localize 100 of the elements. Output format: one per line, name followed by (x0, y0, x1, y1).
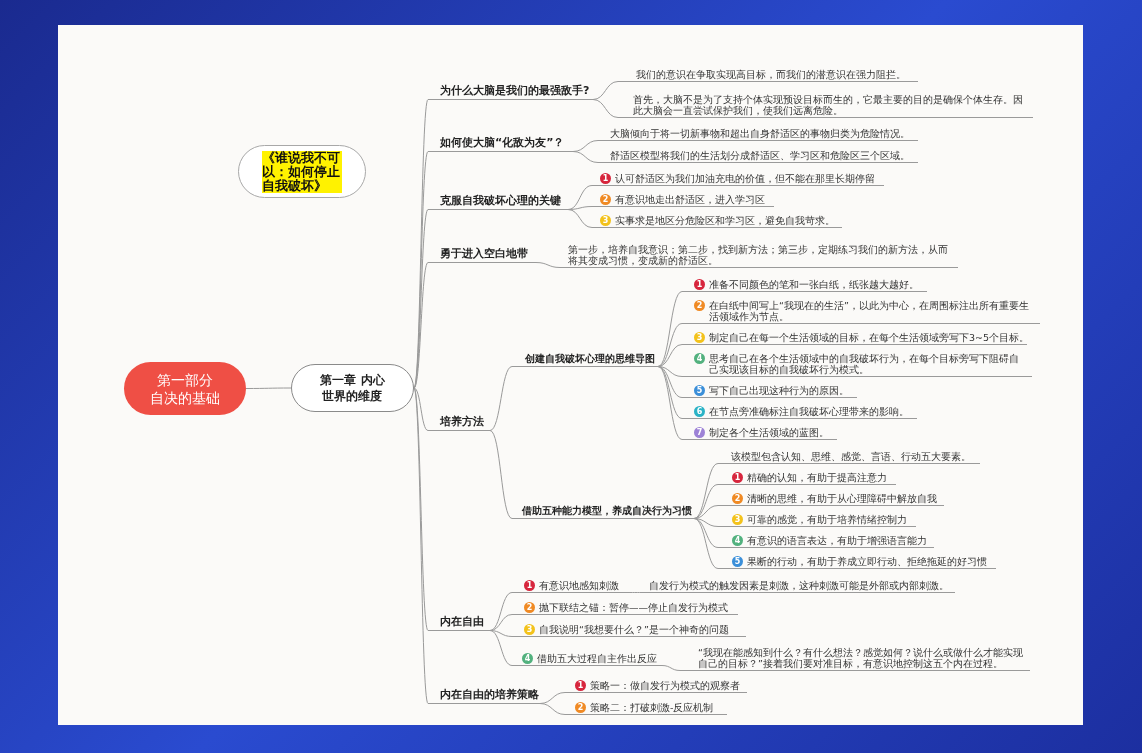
branch-connector (657, 291, 683, 367)
underlined-topic (618, 69, 918, 82)
branch-connector (657, 366, 683, 440)
topic-text: 认可舒适区为我们加油充电的价值，但不能在那里长期停留 (615, 173, 875, 184)
chapter-pill (291, 364, 414, 412)
topic-text: 精确的认知，有助于提高注意力 (747, 472, 887, 483)
topic-text: 在白纸中间写上“我现在的生活”，以此为中心，在周围标注出所有重要生活领域作为节点。 (709, 300, 1030, 322)
topic-text: 策略一：做自发行为模式的观察者 (590, 680, 740, 691)
topic-text: 如何使大脑“化敌为友”？ (440, 136, 565, 150)
branch-connector (489, 430, 513, 519)
branch-connector (626, 592, 646, 593)
underlined-topic (598, 150, 918, 163)
topic-text: 自我说明“我想要什么？”是一个神奇的问题 (539, 624, 729, 635)
topic-text: 内在自由 (440, 615, 484, 629)
topic-text: 为什么大脑是我们的最强敌手? (440, 84, 590, 98)
underlined-topic (592, 215, 842, 228)
number-badge: 1 (524, 580, 535, 591)
underlined-topic (718, 535, 934, 548)
topic-text: 自决的基础 (150, 388, 220, 407)
underlined-topic (428, 615, 490, 631)
topic-text: “我现在能感知到什么？有什么想法？感觉如何？说什么或做什么才能实现自己的目标？”接着我们要对准目标，有意识地控制这五个内在过程。 (698, 647, 1024, 669)
branch-connector (567, 209, 593, 228)
number-badge: 2 (575, 702, 586, 713)
number-badge: 6 (694, 406, 705, 417)
number-badge: 1 (694, 279, 705, 290)
underlined-topic (512, 624, 746, 637)
number-badge: 3 (732, 514, 743, 525)
topic-text: 首先，大脑不是为了支持个体实现预设目标而生的，它最主要的目的是确保个体生存。因此大脑会一直尝试保护我们，使我们远离危险。 (633, 94, 1024, 116)
topic-text: 在节点旁准确标注自我破坏心理带来的影响。 (709, 406, 909, 417)
topic-text: 舒适区模型将我们的生活划分成舒适区、学习区和危险区三个区域。 (610, 150, 910, 161)
branch-connector (413, 387, 429, 704)
topic-text: 有意识地感知刺激 (539, 580, 619, 591)
branch-connector (693, 518, 719, 569)
number-badge: 3 (694, 332, 705, 343)
number-badge: 5 (694, 385, 705, 396)
branch-connector (245, 387, 292, 389)
topic-text: 大脑倾向于将一切新事物和超出自身舒适区的事物归类为危险情况。 (610, 128, 910, 139)
number-badge: 1 (732, 472, 743, 483)
number-badge: 1 (600, 173, 611, 184)
branch-connector (489, 630, 513, 666)
topic-text: 培养方法 (440, 415, 484, 429)
topic-text: 借助五种能力模型，养成自决行为习惯 (522, 504, 692, 517)
underlined-topic (682, 353, 1032, 377)
topic-text: 借助五大过程自主作出反应 (537, 653, 657, 664)
topic-text: 果断的行动，有助于养成立即行动、拒绝拖延的好习惯 (747, 556, 987, 567)
topic-text: 我们的意识在争取实现高目标，而我们的潜意识在强力阻拦。 (636, 69, 906, 80)
topic-text: 制定自己在每一个生活领域的目标，在每个生活领域旁写下3~5个目标。 (709, 332, 1030, 343)
topic-text: 实事求是地区分危险区和学习区，避免自我苛求。 (615, 215, 835, 226)
topic-text: 制定各个生活领域的蓝图。 (709, 427, 829, 438)
topic-text: 有意识的语言表达，有助于增强语言能力 (747, 535, 927, 546)
topic-text: 该模型包含认知、思维、感觉、言语、行动五大要素。 (731, 451, 971, 462)
underlined-topic (428, 415, 490, 431)
underlined-topic (645, 580, 955, 593)
number-badge: 3 (600, 215, 611, 226)
underlined-topic (682, 332, 1027, 345)
topic-text: 写下自己出现这种行为的原因。 (709, 385, 849, 396)
branch-connector (489, 614, 513, 631)
underlined-topic (592, 173, 884, 186)
underlined-topic (512, 352, 658, 367)
underlined-topic (512, 653, 662, 666)
number-badge: 2 (524, 602, 535, 613)
topic-text: 准备不同颜色的笔和一张白纸，纸张越大越好。 (709, 279, 919, 290)
underlined-topic (592, 194, 774, 207)
underlined-topic (682, 406, 917, 419)
branch-connector (657, 366, 683, 398)
branch-connector (693, 484, 719, 519)
underlined-topic (718, 451, 980, 464)
branch-connector (539, 703, 566, 715)
underlined-topic (682, 279, 927, 292)
topic-text: 内在自由的培养策略 (440, 688, 539, 702)
central-topic-pill (124, 362, 246, 415)
topic-text: 思考自己在各个生活领域中的自我破坏行为，在每个目标旁写下阻碍自己实现该目标的自我破坏行为模式。 (709, 353, 1020, 375)
underlined-topic (428, 247, 536, 263)
underlined-topic (428, 84, 593, 100)
topic-text: 勇于进入空白地带 (440, 247, 528, 261)
underlined-topic (718, 556, 996, 569)
underlined-topic (718, 514, 916, 527)
branch-connector (657, 344, 683, 367)
branch-connector (413, 262, 429, 389)
number-badge: 2 (732, 493, 743, 504)
branch-connector (592, 81, 619, 100)
branch-connector (489, 630, 513, 637)
number-badge: 1 (575, 680, 586, 691)
topic-text: 创建自我破坏心理的思维导图 (525, 352, 655, 365)
topic-text: 策略二：打破刺激-反应机制 (590, 702, 714, 713)
branch-connector (535, 262, 561, 268)
topic-text: 第一步，培养自我意识；第二步，找到新方法；第三步，定期练习我们的新方法，从而将其变成习惯，变成新的舒适区。 (568, 244, 949, 266)
topic-text: 第一章 内心世界的维度 (319, 372, 386, 404)
underlined-topic (512, 580, 627, 593)
number-badge: 2 (600, 194, 611, 205)
topic-text: 清晰的思维，有助于从心理障碍中解放自我 (747, 493, 937, 504)
topic-text: 克服自我破坏心理的关键 (440, 194, 561, 208)
underlined-topic (682, 385, 857, 398)
topic-text: 有意识地走出舒适区，进入学习区 (615, 194, 765, 205)
underlined-topic (682, 300, 1040, 324)
underlined-topic (718, 493, 944, 506)
number-badge: 5 (732, 556, 743, 567)
underlined-topic (512, 602, 738, 615)
branch-connector (661, 665, 681, 671)
number-badge: 4 (522, 653, 533, 664)
